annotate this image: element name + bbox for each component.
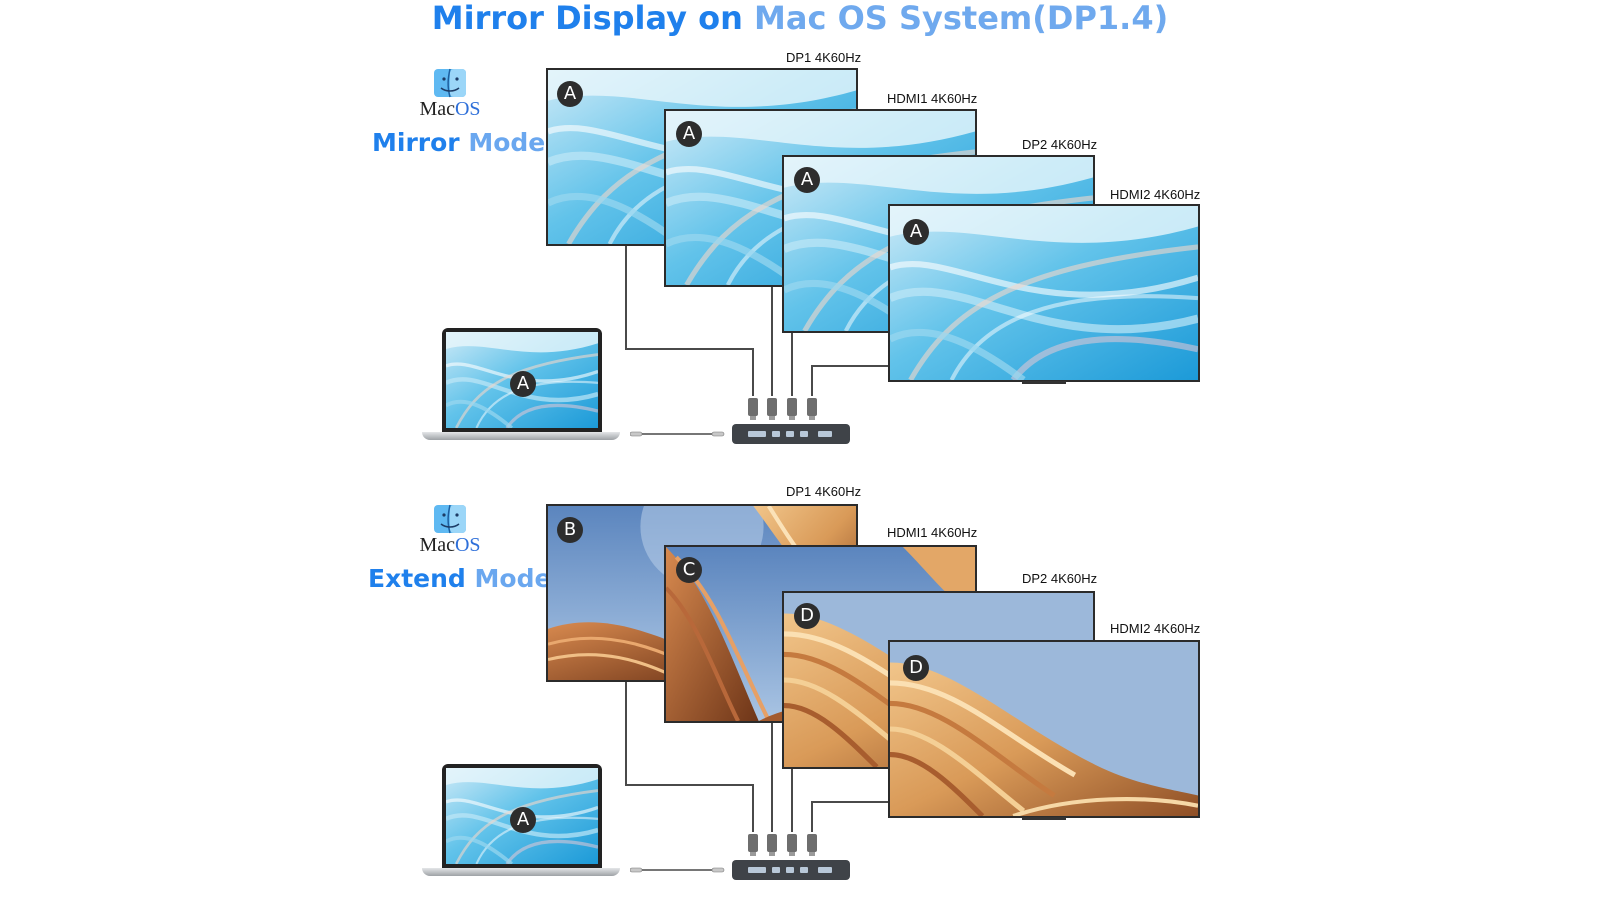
cable-monitor-3: [791, 768, 793, 832]
cable-plug: [807, 834, 817, 856]
cable-monitor-2: [771, 286, 773, 396]
mode-label: Extend Mode: [368, 564, 551, 593]
wallpaper-blue-waves: [890, 206, 1198, 380]
mode-suffix: Mode: [474, 564, 552, 593]
cable-monitor-1-h: [625, 348, 753, 350]
os-text: OS: [454, 98, 481, 120]
finder-icon: [433, 68, 467, 98]
cable-monitor-2: [771, 722, 773, 832]
monitor-hdmi2: [888, 204, 1200, 382]
cable-plug: [787, 398, 797, 420]
port-label-dp2: DP2 4K60Hz: [1022, 571, 1098, 586]
monitor-stand: [1022, 817, 1066, 820]
monitor-hdmi2: [888, 640, 1200, 818]
port-label-dp2: DP2 4K60Hz: [1022, 137, 1098, 152]
port-label-hdmi1: HDMI1 4K60Hz: [887, 91, 978, 106]
cable-plug: [807, 398, 817, 420]
mode-suffix: Mode: [468, 128, 546, 157]
mode-word: Mirror: [372, 128, 460, 157]
cable-monitor-4-h: [811, 801, 889, 803]
macos-logo: MacOS: [380, 504, 520, 556]
mode-word: Extend: [368, 564, 466, 593]
cable-monitor-1: [625, 682, 627, 785]
extend-section: MacOS Extend Mode B DP1 4K60Hz C HDMI1 4…: [0, 436, 1600, 880]
cable-monitor-1-h: [625, 784, 753, 786]
display-badge: A: [510, 371, 536, 397]
finder-icon: [433, 504, 467, 534]
cable-plug: [767, 834, 777, 856]
cable-monitor-1-v: [752, 348, 754, 396]
display-badge: C: [676, 557, 702, 583]
usb-c-cable-icon: [630, 431, 725, 437]
port-label-hdmi1: HDMI1 4K60Hz: [887, 525, 978, 540]
display-badge: D: [794, 603, 820, 629]
os-text: OS: [454, 534, 481, 556]
wallpaper-desert-dunes: [890, 642, 1198, 816]
macos-label: MacOS: [380, 534, 520, 556]
cable-plug: [787, 834, 797, 856]
macos-logo: MacOS: [380, 68, 520, 120]
display-badge: A: [557, 81, 583, 107]
cable-monitor-3: [791, 332, 793, 396]
docking-hub-icon: [732, 860, 850, 880]
display-badge: A: [510, 807, 536, 833]
display-badge: A: [676, 121, 702, 147]
cable-plug: [767, 398, 777, 420]
macos-label: MacOS: [380, 98, 520, 120]
title-part-1: Mirror Display on: [431, 0, 755, 37]
display-badge: D: [903, 655, 929, 681]
cable-monitor-4: [811, 801, 813, 832]
cable-monitor-1: [625, 246, 627, 349]
port-label-hdmi2: HDMI2 4K60Hz: [1110, 187, 1201, 202]
cable-plug: [748, 834, 758, 856]
cable-monitor-4: [811, 365, 813, 396]
monitor-stand: [1022, 381, 1066, 384]
cable-monitor-4-h: [811, 365, 889, 367]
mode-label: Mirror Mode: [372, 128, 545, 157]
cable-plug: [748, 398, 758, 420]
title-part-2: Mac OS System(DP1.4): [754, 0, 1169, 37]
docking-hub-icon: [732, 424, 850, 444]
usb-c-cable-icon: [630, 867, 725, 873]
cable-monitor-1-v: [752, 784, 754, 832]
port-label-dp1: DP1 4K60Hz: [786, 484, 862, 499]
page-title: Mirror Display on Mac OS System(DP1.4): [0, 0, 1600, 36]
mac-text: Mac: [419, 98, 455, 120]
mirror-section: MacOS Mirror Mode A DP1 4K60Hz A HDMI1 4…: [0, 0, 1600, 444]
mac-text: Mac: [419, 534, 455, 556]
port-label-hdmi2: HDMI2 4K60Hz: [1110, 621, 1201, 636]
port-label-dp1: DP1 4K60Hz: [786, 50, 862, 65]
display-badge: B: [557, 517, 583, 543]
display-badge: A: [794, 167, 820, 193]
display-badge: A: [903, 219, 929, 245]
